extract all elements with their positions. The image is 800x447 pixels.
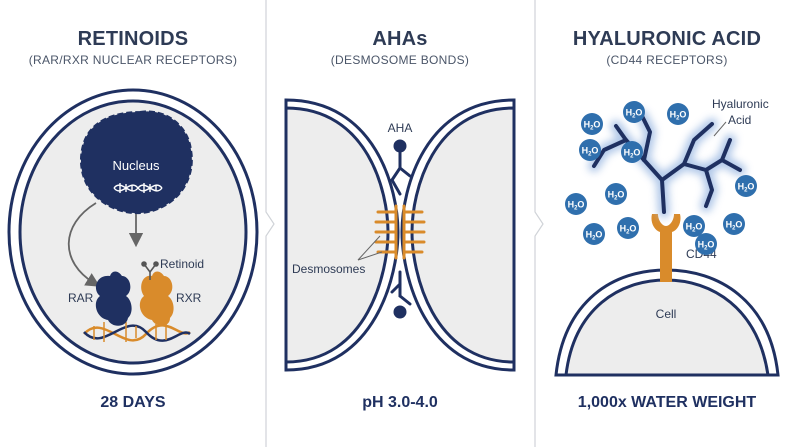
- rar-receptor: [95, 271, 132, 326]
- hyaluronic-label-line1: Hyaluronic: [712, 97, 769, 111]
- water-label: H2O: [568, 200, 585, 212]
- water-label: H2O: [626, 108, 643, 120]
- water-label: H2O: [726, 220, 743, 232]
- water-label: H2O: [586, 230, 603, 242]
- panel-title: HYALURONIC ACID: [572, 28, 762, 50]
- water-molecule: H2O: [579, 139, 601, 161]
- retinoid-molecule: [141, 261, 159, 280]
- water-molecule: H2O: [605, 183, 627, 205]
- panel-subtitle: (CD44 RECEPTORS): [606, 53, 728, 67]
- aha-label: AHA: [388, 121, 413, 135]
- panel-footer: 28 DAYS: [100, 394, 166, 411]
- retinoid-diagram: Nucleus Reti: [7, 88, 259, 376]
- rxr-receptor: [139, 271, 174, 326]
- hyaluronic-leader: [713, 121, 727, 137]
- water-molecule: H2O: [735, 175, 757, 197]
- arrow-curved: [67, 202, 101, 287]
- aha-molecule-top: [390, 139, 412, 196]
- water-molecule: H2O: [583, 223, 605, 245]
- dna-icon: [113, 183, 163, 193]
- aha-diagram: AHA Desmosomes: [284, 98, 516, 372]
- aha-molecule-bottom: [390, 270, 412, 319]
- water-label: H2O: [698, 240, 715, 252]
- water-molecule: H2O: [565, 193, 587, 215]
- water-molecule: H2O: [617, 217, 639, 239]
- water-molecule: H2O: [623, 101, 645, 123]
- dna-helix: [83, 322, 191, 342]
- desmosomes-leader-1: [357, 235, 381, 261]
- panel-footer: 1,000x WATER WEIGHT: [577, 394, 757, 411]
- panel-title: RETINOIDS: [77, 28, 189, 50]
- water-molecule: H2O: [723, 213, 745, 235]
- panel-divider-2: [534, 0, 544, 447]
- panel-subtitle: (RAR/RXR NUCLEAR RECEPTORS): [28, 53, 238, 67]
- rar-label: RAR: [68, 291, 94, 305]
- desmosomes-leader-2: [357, 251, 383, 261]
- water-molecule: H2O: [581, 113, 603, 135]
- hyaluronic-acid-chain: [592, 114, 742, 214]
- water-label: H2O: [670, 110, 687, 122]
- water-label: H2O: [620, 224, 637, 236]
- desmosome-bonds: [374, 204, 426, 260]
- rxr-label: RXR: [176, 291, 202, 305]
- water-molecule: H2O: [667, 103, 689, 125]
- panel-divider-1: [265, 0, 275, 447]
- hyaluronic-acid-panel: HYALURONIC ACID (CD44 RECEPTORS) Cell CD…: [534, 0, 800, 447]
- water-label: H2O: [738, 182, 755, 194]
- water-label: H2O: [608, 190, 625, 202]
- retinoids-panel: RETINOIDS (RAR/RXR NUCLEAR RECEPTORS) Nu…: [0, 0, 266, 447]
- nucleus: [80, 110, 193, 215]
- water-label: H2O: [582, 146, 599, 158]
- water-label: H2O: [584, 120, 601, 132]
- water-molecules: H2O H2O H2O H2O H2O H2O H2O H2O H2O H2O H2O H2O H2O: [565, 101, 757, 255]
- hyaluronic-label-line2: Acid: [728, 113, 751, 127]
- water-molecule: H2O: [683, 215, 705, 237]
- nucleus-label: Nucleus: [113, 158, 160, 173]
- water-label: H2O: [686, 222, 703, 234]
- panel-footer: pH 3.0-4.0: [362, 394, 438, 411]
- cell-label: Cell: [656, 307, 677, 321]
- cd44-receptor: [651, 214, 681, 282]
- retinoid-label: Retinoid: [160, 257, 204, 271]
- water-molecule: H2O: [695, 233, 717, 255]
- ahas-panel: AHAs (DESMOSOME BONDS): [266, 0, 534, 447]
- desmosomes-label: Desmosomes: [292, 262, 365, 276]
- water-molecule: H2O: [621, 141, 643, 163]
- panel-subtitle: (DESMOSOME BONDS): [330, 53, 470, 67]
- water-label: H2O: [624, 148, 641, 160]
- panel-title: AHAs: [372, 28, 428, 50]
